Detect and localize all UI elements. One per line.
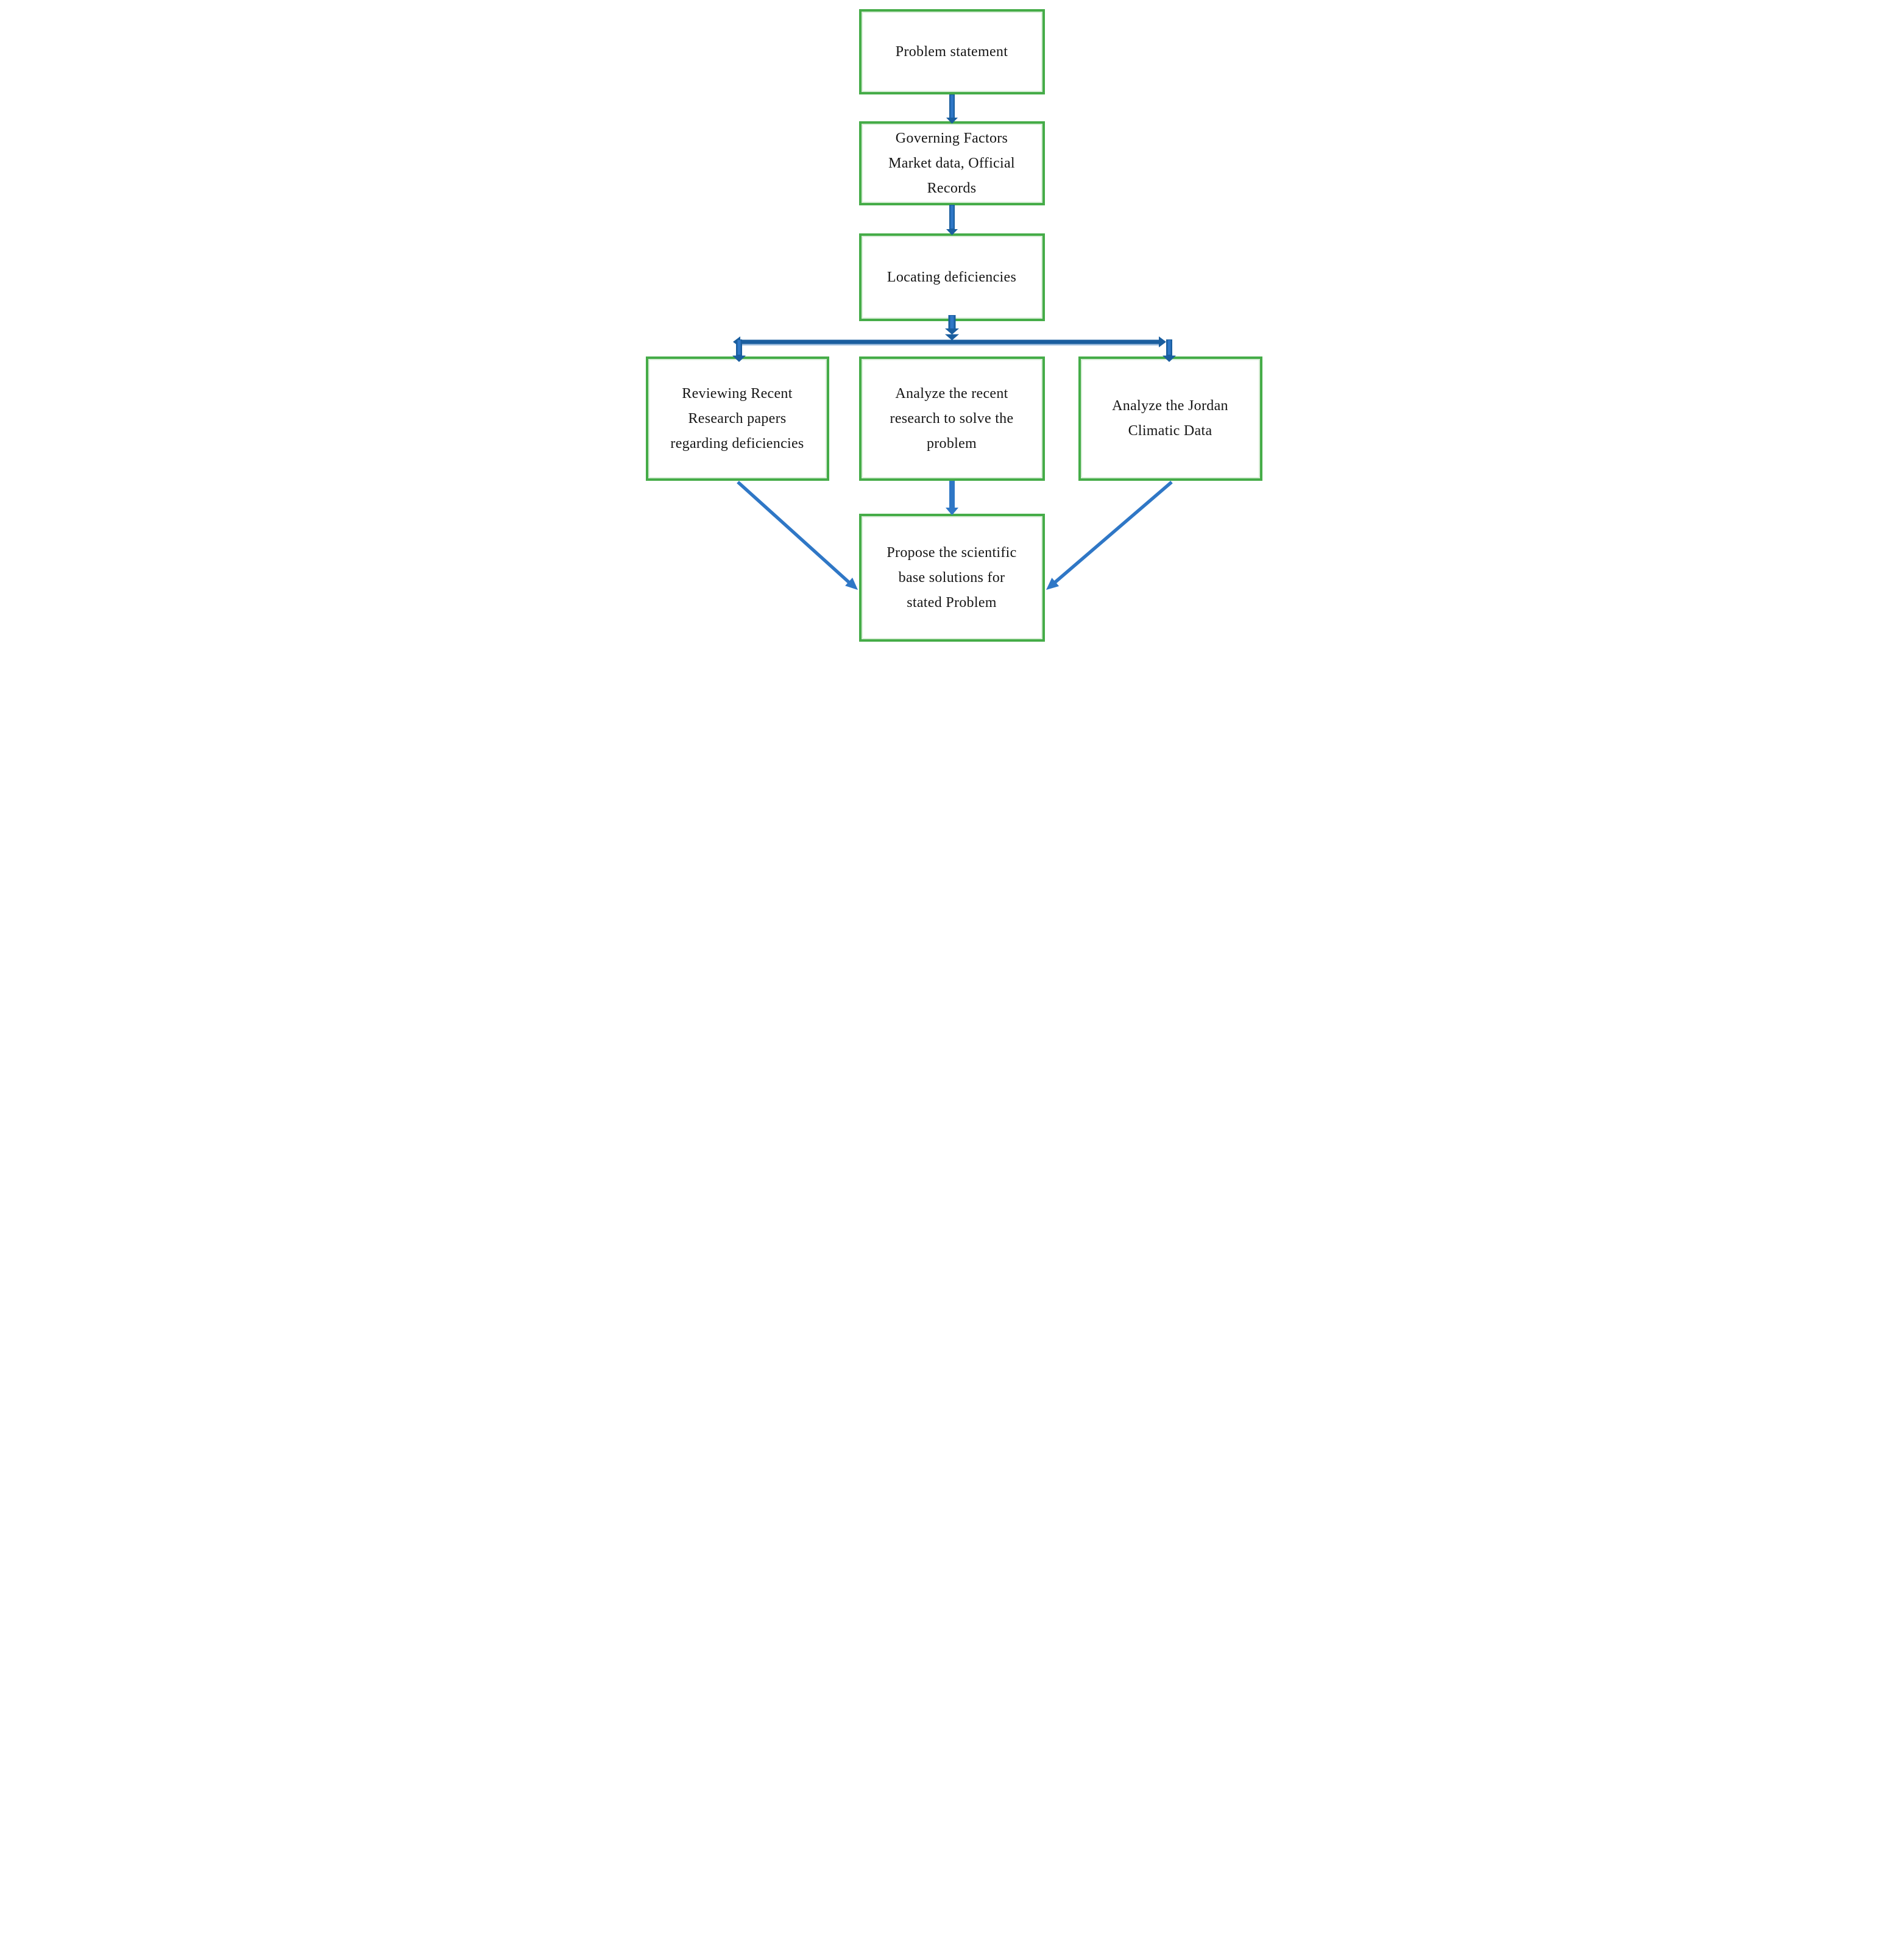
flow-node-label: Analyze the Jordan Climatic Data	[1112, 398, 1228, 439]
flow-node-analyze-recent-research: Analyze the recent research to solve the…	[858, 356, 1045, 481]
arrow-problem-to-governing-icon	[946, 94, 958, 124]
flow-node-label: Reviewing Recent Research papers regardi…	[670, 385, 804, 452]
flow-node-governing-factors: Governing Factors Market data, Official …	[858, 121, 1045, 205]
flow-node-label: Governing Factors Market data, Official …	[888, 130, 1015, 196]
flowchart-canvas: Problem statement Governing Factors Mark…	[634, 0, 1270, 649]
flow-node-label: Propose the scientific base solutions fo…	[887, 544, 1017, 611]
flow-node-problem-statement: Problem statement	[858, 9, 1045, 94]
arrow-governing-to-locating-icon	[946, 205, 958, 235]
flow-node-locating-deficiencies: Locating deficiencies	[858, 233, 1045, 321]
arrow-reviewing-to-propose-icon	[736, 480, 858, 590]
arrow-analyze-to-propose-icon	[945, 481, 958, 516]
flow-node-label: Analyze the recent research to solve the…	[890, 385, 1014, 452]
flow-node-label: Problem statement	[895, 43, 1008, 60]
branch-line-icon	[732, 336, 1166, 347]
arrow-jordan-to-propose-icon	[1046, 480, 1173, 590]
flow-node-analyze-jordan-climatic-data: Analyze the Jordan Climatic Data	[1078, 356, 1262, 481]
flow-node-reviewing-research-papers: Reviewing Recent Research papers regardi…	[645, 356, 829, 481]
flow-node-propose-solutions: Propose the scientific base solutions fo…	[858, 514, 1045, 642]
flow-node-label: Locating deficiencies	[887, 269, 1017, 285]
